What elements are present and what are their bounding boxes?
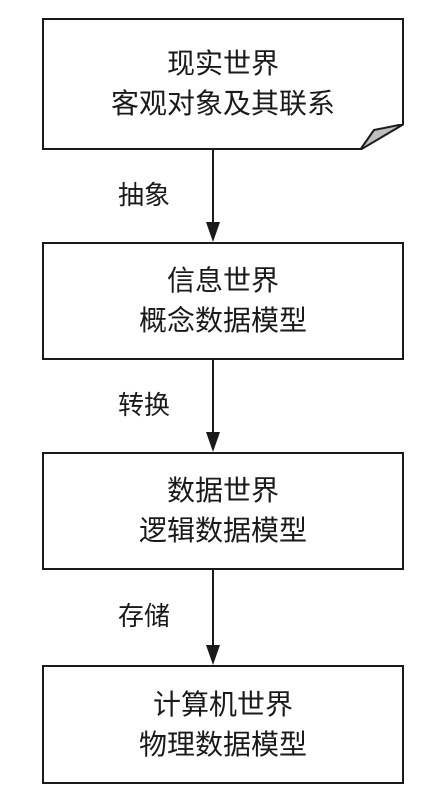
arrow-label-abstraction: 抽象 [118, 181, 171, 211]
box-title: 现实世界 [166, 47, 279, 80]
arrow-label-conversion: 转换 [118, 391, 171, 421]
arrow-storage [206, 570, 220, 665]
box-subtitle: 逻辑数据模型 [138, 514, 307, 547]
box-data-world: 数据世界 逻辑数据模型 [42, 452, 404, 570]
box-information-world: 信息世界 概念数据模型 [42, 242, 404, 360]
box-computer-world: 计算机世界 物理数据模型 [42, 665, 404, 784]
folded-corner-icon [360, 124, 404, 150]
arrow-conversion [206, 360, 220, 452]
box-title: 信息世界 [166, 264, 279, 297]
arrow-abstraction [206, 150, 220, 242]
arrow-label-storage: 存储 [118, 602, 171, 632]
box-title: 计算机世界 [152, 687, 293, 721]
box-subtitle: 概念数据模型 [138, 304, 307, 337]
arrow-down-icon [206, 570, 220, 665]
box-subtitle: 物理数据模型 [138, 727, 307, 761]
box-title: 数据世界 [166, 474, 279, 507]
box-subtitle: 客观对象及其联系 [110, 87, 335, 120]
arrow-down-icon [206, 150, 220, 242]
arrow-down-icon [206, 360, 220, 452]
box-real-world: 现实世界 客观对象及其联系 [42, 18, 404, 150]
